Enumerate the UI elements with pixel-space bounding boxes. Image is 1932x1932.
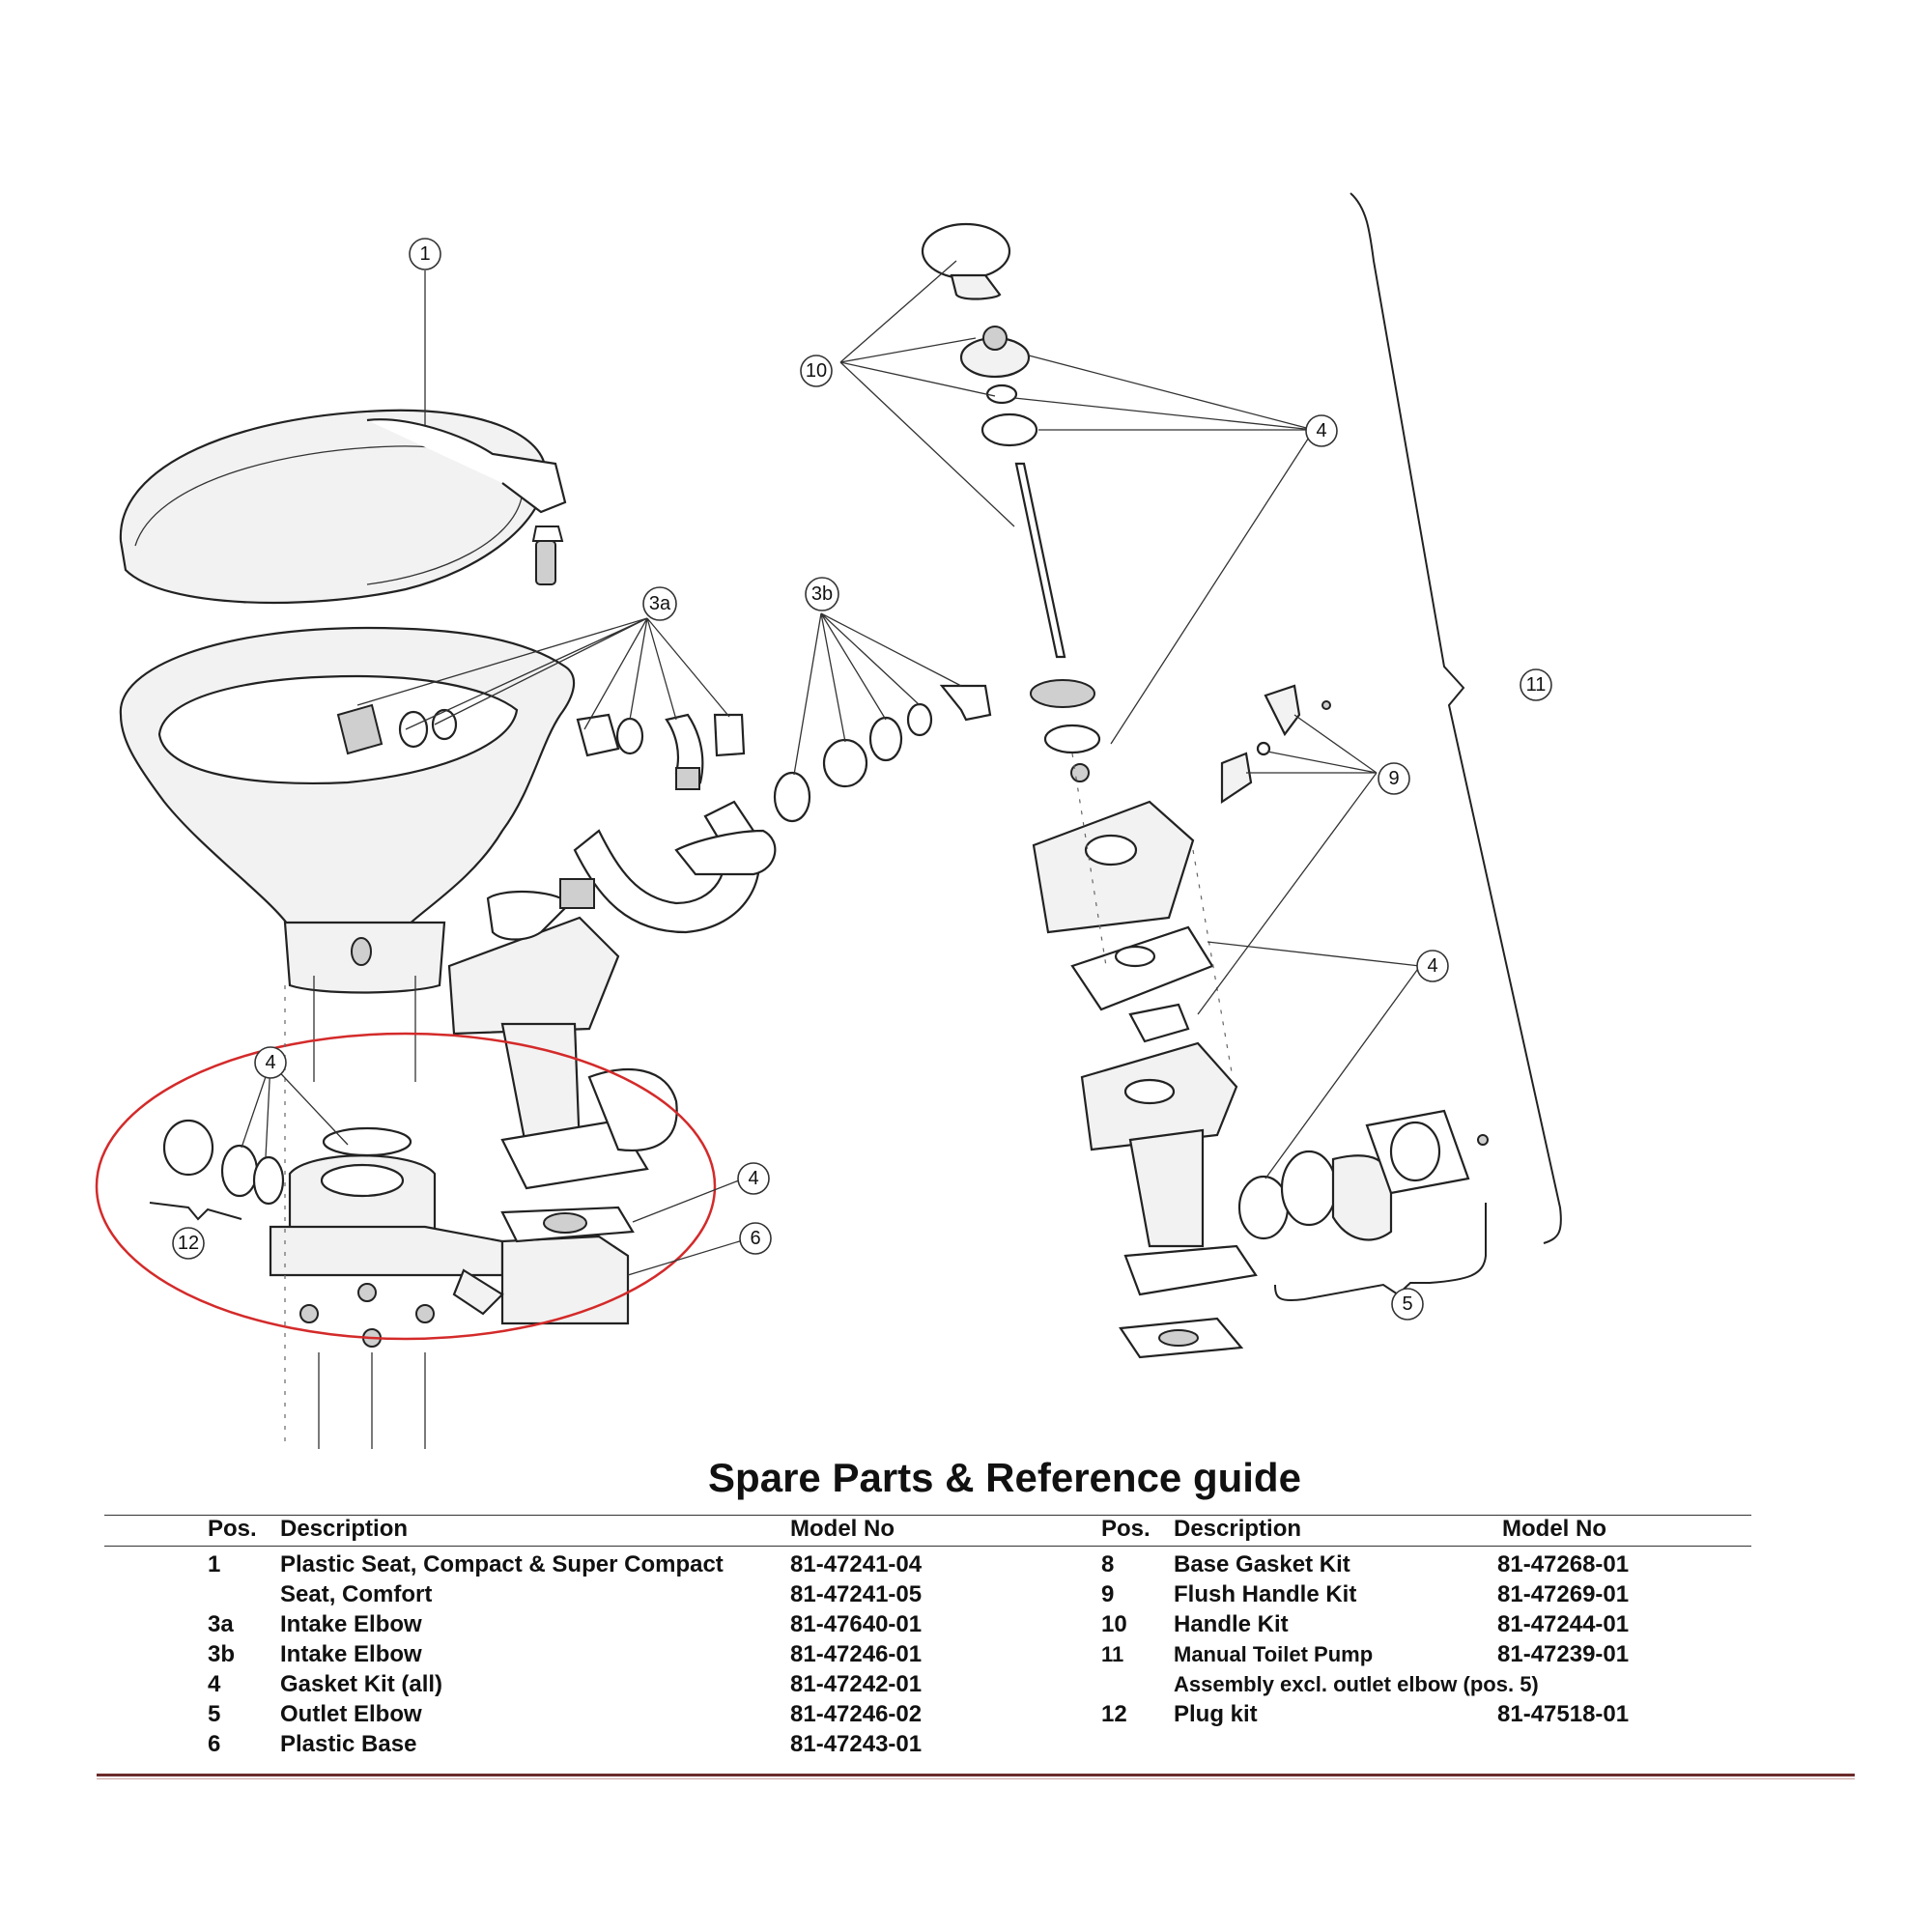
hose-part [573,800,777,934]
table-header-left: Pos. Description Model No [0,1513,966,1546]
plug-kit-part [162,1119,285,1206]
toilet-seat-part [119,409,567,605]
exploded-parts-diagram: 1 10 4 3a 3b 11 9 4 4 4 12 6 5 [95,192,1562,1449]
header-description: Description [1174,1516,1302,1542]
callout-3b: 3b [805,577,839,611]
header-bottom-rule [104,1546,1751,1547]
callout-6: 6 [739,1222,772,1255]
svg-text:4: 4 [1427,955,1437,977]
header-top-rule [104,1515,1751,1516]
handle-part [921,222,1101,782]
highlight-ellipse [95,1032,717,1341]
callout-11: 11 [1520,668,1552,701]
callout-10: 10 [800,355,833,387]
toilet-bowl-part [119,626,576,1082]
svg-text:3a: 3a [649,593,671,614]
svg-text:4: 4 [265,1052,275,1073]
intake-elbow-3b-parts [773,684,992,823]
guide-title: Spare Parts & Reference guide [708,1455,1301,1500]
pump-assembly-left [447,878,678,1190]
callout-4-right: 4 [1416,950,1449,982]
callout-4-left: 4 [254,1046,287,1079]
header-pos: Pos. [1101,1516,1151,1542]
callout-5: 5 [1391,1288,1424,1321]
svg-text:5: 5 [1402,1293,1412,1315]
pump-body-part [1032,800,1258,1359]
svg-text:4: 4 [1316,420,1326,441]
assembly-bracket-12 [149,1202,242,1221]
header-model: Model No [790,1516,895,1542]
header-model: Model No [1502,1516,1606,1542]
callout-4-base: 4 [737,1162,770,1195]
leader-lines [241,260,1421,1276]
svg-text:11: 11 [1526,674,1547,696]
assembly-bracket-5 [1274,1203,1487,1302]
bottom-rule [97,1774,1855,1776]
outlet-elbow-part [1237,1109,1489,1241]
table-header-right: Pos. Description Model No [0,1513,1932,1546]
callout-1: 1 [409,238,441,270]
svg-text:6: 6 [750,1228,760,1249]
callout-3a: 3a [642,586,677,621]
header-pos: Pos. [208,1516,257,1542]
svg-text:3b: 3b [811,583,833,605]
callout-12: 12 [172,1227,205,1260]
svg-text:4: 4 [748,1168,758,1189]
flush-handle-kit-parts [1220,684,1331,805]
assembly-bracket-11 [1350,192,1562,1244]
intake-elbow-3a-parts [576,713,746,790]
svg-text:1: 1 [419,243,430,265]
header-description: Description [280,1516,409,1542]
callout-9: 9 [1378,762,1410,795]
svg-text:9: 9 [1388,768,1399,789]
callout-4-top: 4 [1305,414,1338,447]
svg-text:10: 10 [806,360,827,382]
plastic-base-part [269,1126,635,1449]
svg-text:12: 12 [178,1233,199,1254]
bottom-rule-shadow [97,1778,1855,1779]
